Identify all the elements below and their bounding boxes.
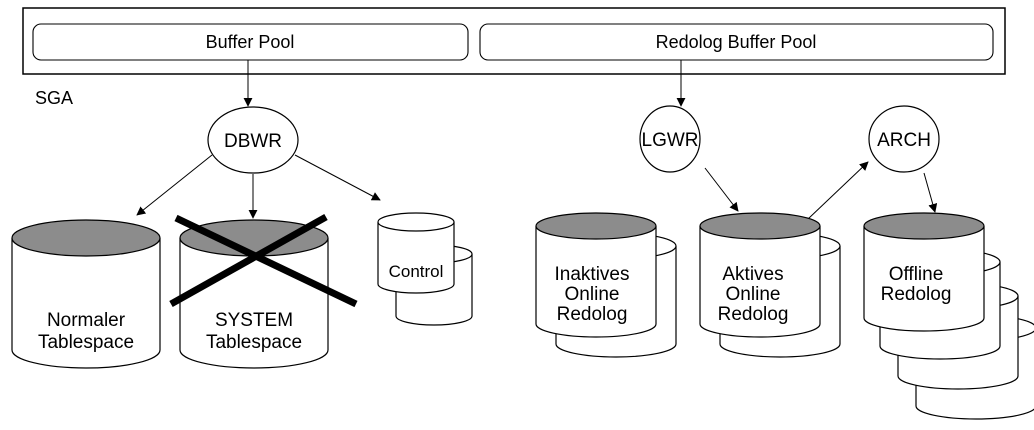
lgwr-label: LGWR <box>642 130 699 151</box>
normal-ts-body <box>11 238 161 369</box>
lgwr-process: LGWR <box>639 105 701 173</box>
arrow-dbwr-to-control <box>294 154 381 201</box>
control-front-body <box>377 222 455 294</box>
active-online-redolog-cylinders: Aktives Online Redolog <box>699 212 841 358</box>
offline-label-2: Redolog <box>881 284 952 305</box>
inactive-front-top <box>535 212 657 240</box>
inactive-label-1: Inaktives <box>555 264 630 285</box>
normal-ts-label-2: Tablespace <box>38 332 134 353</box>
offline-stack-1-top <box>863 212 985 240</box>
dbwr-ellipse <box>207 106 299 174</box>
cross-line-1 <box>174 214 358 308</box>
offline-label-1: Offline <box>889 264 944 285</box>
inactive-label-2: Online <box>565 284 620 305</box>
inactive-front-body <box>535 226 657 338</box>
system-tablespace-cylinder: SYSTEM Tablespace <box>169 213 358 369</box>
normal-ts-top <box>11 219 161 257</box>
arch-ellipse <box>868 105 940 173</box>
arrow-dbwr-to-normal <box>136 154 213 216</box>
buffer-pool-label: Buffer Pool <box>206 32 295 52</box>
control-front-top <box>377 212 455 232</box>
arrow-active-to-arch <box>807 161 869 220</box>
system-ts-label-2: Tablespace <box>206 332 302 353</box>
inactive-label-3: Redolog <box>557 304 628 325</box>
buffer-pool-box <box>32 23 469 61</box>
inactive-online-redolog-cylinders: Inaktives Online Redolog <box>535 212 677 358</box>
redolog-buffer-pool-box <box>479 23 994 61</box>
cross-line-2 <box>169 213 328 308</box>
offline-redolog-cylinders: Offline Redolog <box>863 212 1034 420</box>
control-label: Control <box>389 262 444 281</box>
active-label-3: Redolog <box>718 304 789 325</box>
dbwr-label: DBWR <box>224 131 282 152</box>
active-label-1: Aktives <box>722 264 783 285</box>
sga-region: Buffer Pool Redolog Buffer Pool <box>22 7 1006 75</box>
offline-stack-1-body <box>863 226 985 332</box>
arch-label: ARCH <box>877 130 931 151</box>
dbwr-process: DBWR <box>207 106 299 174</box>
normal-ts-label-1: Normaler <box>47 310 126 331</box>
system-ts-label-1: SYSTEM <box>215 310 293 331</box>
lgwr-ellipse <box>639 105 701 173</box>
redolog-buffer-pool-label: Redolog Buffer Pool <box>656 32 817 52</box>
active-front-body <box>699 226 821 338</box>
data-flow-arrows <box>136 60 938 220</box>
control-files-cylinders: Control <box>377 212 473 326</box>
active-label-2: Online <box>726 284 781 305</box>
arrow-lgwr-to-active <box>704 167 739 212</box>
arrow-arch-to-offline <box>923 172 938 213</box>
active-front-top <box>699 212 821 240</box>
sga-label: SGA <box>35 88 73 108</box>
normal-tablespace-cylinder: Normaler Tablespace <box>11 219 161 369</box>
arch-process: ARCH <box>868 105 940 173</box>
system-cross-out-mark <box>169 213 358 308</box>
